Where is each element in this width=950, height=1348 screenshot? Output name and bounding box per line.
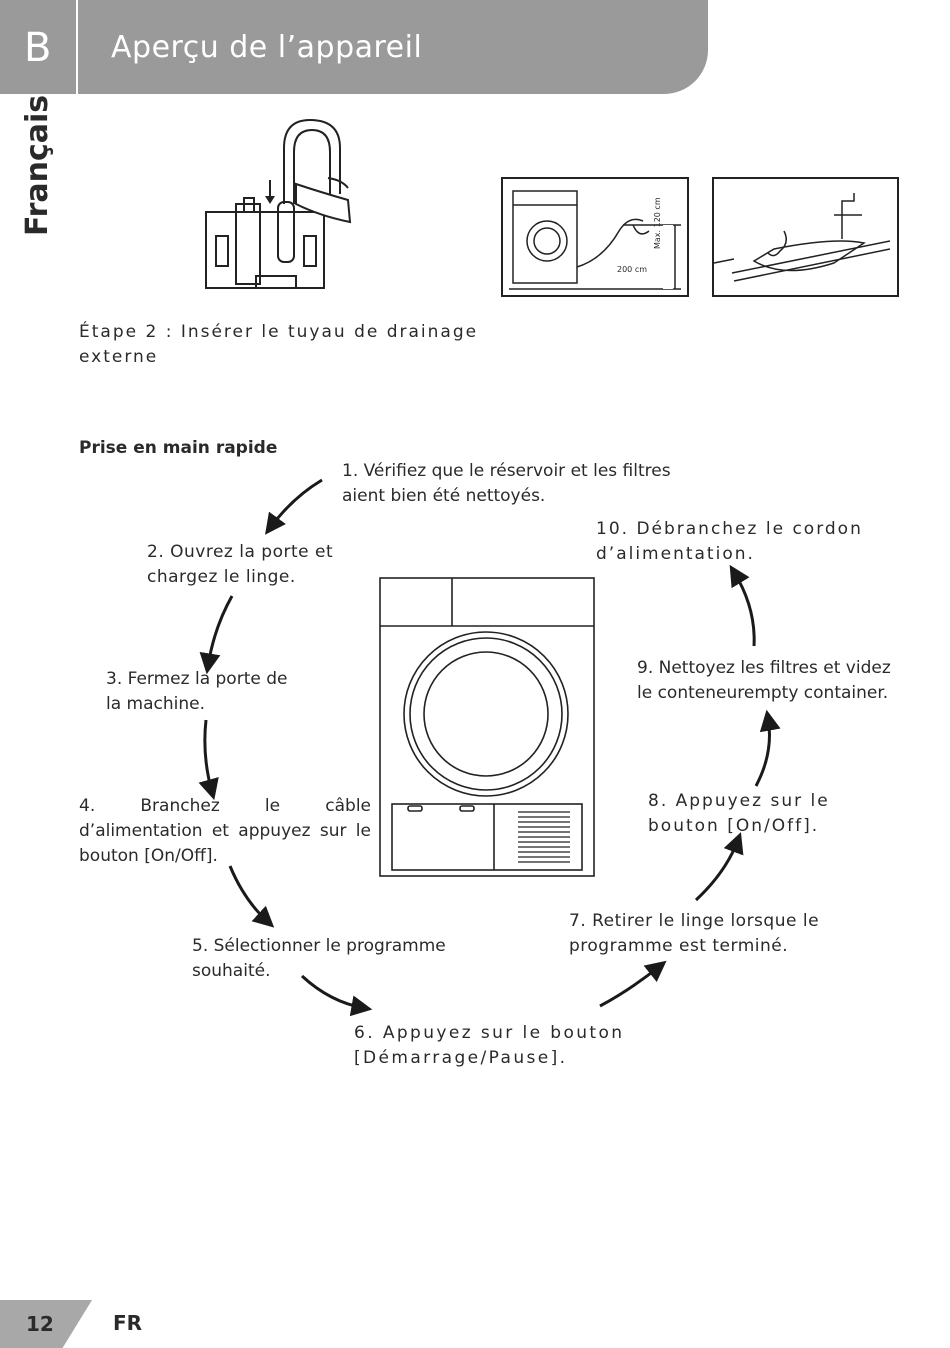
arrow-4-to-5: [228, 865, 275, 928]
arrow-8-to-9: [754, 709, 781, 787]
quick-step-7: 7. Retirer le linge lorsque le programme…: [569, 911, 820, 956]
arrow-3-to-4: [198, 719, 219, 801]
dryer-illustration: [379, 577, 595, 877]
footer-language-code: FR: [113, 1311, 143, 1335]
quick-step-2: 2. Ouvrez la porte et chargez le linge.: [147, 542, 334, 587]
sink-hose-illustration: [712, 177, 899, 297]
header-divider: [76, 0, 78, 94]
quick-step-8: 8. Appuyez sur le bouton [On/Off].: [648, 791, 830, 836]
arrow-5-to-6: [300, 974, 373, 1017]
page-number: 12: [26, 1312, 54, 1336]
quick-step-6: 6. Appuyez sur le bouton [Démarrage/Paus…: [354, 1023, 625, 1068]
arrow-6-to-7: [599, 960, 667, 1008]
hose-distance-label: 200 cm: [617, 265, 648, 274]
section-title: Aperçu de l’appareil: [111, 30, 423, 65]
quick-step-3: 3. Fermez la porte de la machine.: [106, 669, 288, 714]
quick-step-1: 1. Vérifiez que le réservoir et les filt…: [342, 461, 671, 506]
step2-instruction: Étape 2 : Insérer le tuyau de drainage e…: [79, 322, 479, 367]
sink-drawing: [713, 193, 891, 282]
quick-step-4: 4. Branchez le câble d’alimentation et a…: [79, 796, 371, 866]
quick-step-5: 5. Sélectionner le programme souhaité.: [192, 936, 446, 981]
dryer-hose-height-illustration: 200 cm Max. 120 cm: [501, 177, 689, 297]
quick-step-9: 9. Nettoyez les filtres et videz le cont…: [637, 658, 891, 703]
quick-start-title: Prise en main rapide: [79, 438, 278, 458]
arrow-9-to-10: [729, 564, 756, 647]
section-header: B Aperçu de l’appareil: [0, 0, 708, 94]
dryer-hose-drawing: [509, 190, 681, 290]
quick-step-10: 10. Débranchez le cordon d’alimentation.: [596, 519, 863, 564]
arrow-7-to-8: [694, 832, 744, 902]
section-letter: B: [24, 25, 52, 71]
drain-hose-insertion-illustration: [205, 118, 352, 289]
arrow-2-to-3: [199, 595, 234, 675]
arrow-1-to-2: [265, 478, 323, 535]
